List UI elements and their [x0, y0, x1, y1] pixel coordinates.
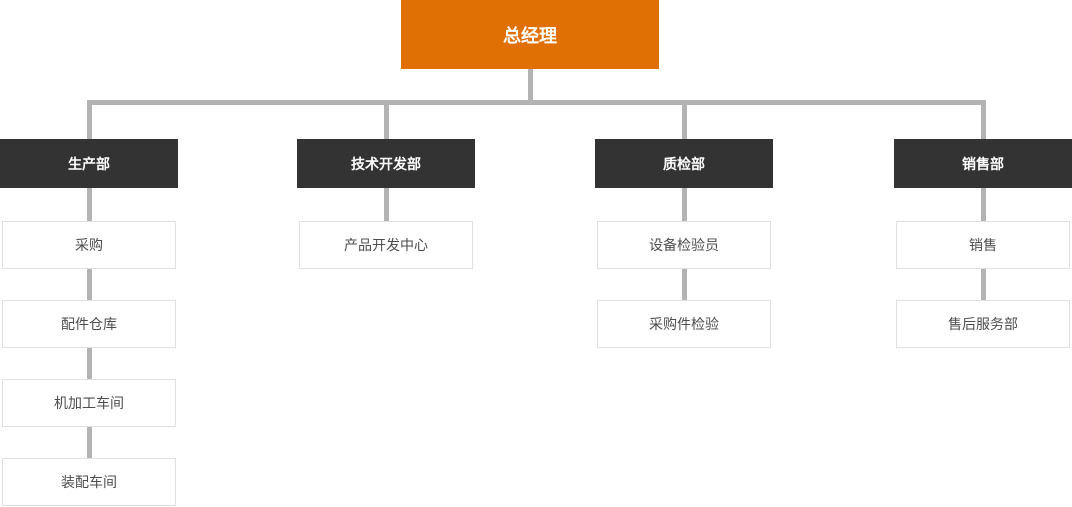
connector-root-trunk	[528, 69, 533, 105]
node-sales: 销售	[896, 221, 1070, 269]
node-product-dev-center: 产品开发中心	[299, 221, 473, 269]
connector-column-sales	[980, 100, 986, 305]
node-dept-production: 生产部	[0, 139, 178, 188]
node-purchased-parts-inspection: 采购件检验	[597, 300, 771, 348]
node-equipment-inspector: 设备检验员	[597, 221, 771, 269]
node-after-sales-service: 售后服务部	[896, 300, 1070, 348]
connector-horizontal-bus	[86, 100, 986, 105]
node-dept-tech-development: 技术开发部	[297, 139, 475, 188]
connector-column-production	[86, 100, 92, 463]
node-dept-sales: 销售部	[894, 139, 1072, 188]
node-purchasing: 采购	[2, 221, 176, 269]
connector-column-quality-inspection	[681, 100, 687, 305]
node-general-manager: 总经理	[401, 0, 659, 69]
node-dept-quality-inspection: 质检部	[595, 139, 773, 188]
node-machining-workshop: 机加工车间	[2, 379, 176, 427]
node-assembly-workshop: 装配车间	[2, 458, 176, 506]
node-parts-warehouse: 配件仓库	[2, 300, 176, 348]
